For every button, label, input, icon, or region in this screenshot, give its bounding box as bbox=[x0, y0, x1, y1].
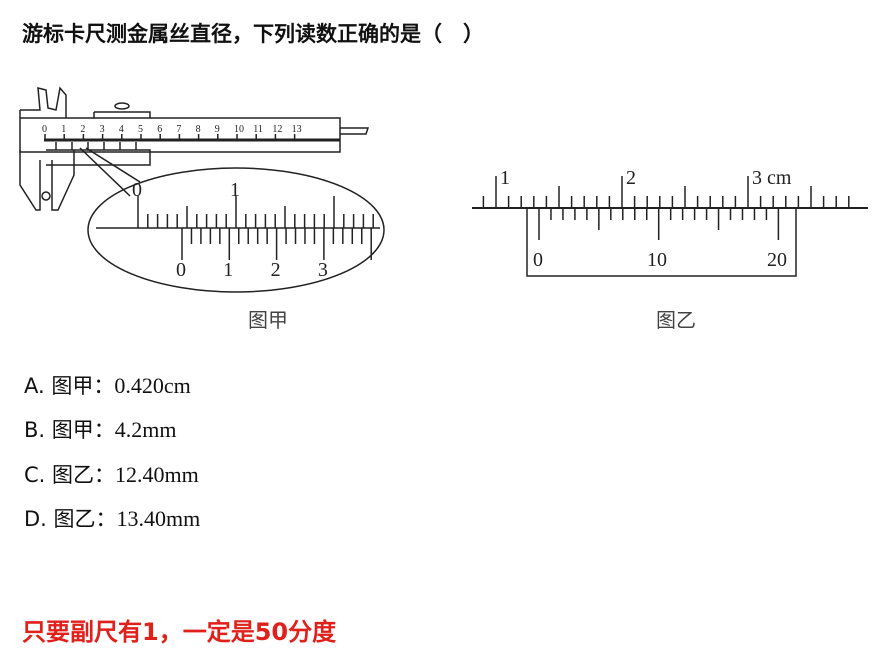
vernier-label: 10 bbox=[647, 249, 667, 271]
caliper-scale-label: 10 bbox=[234, 124, 244, 135]
vernier-label: 0 bbox=[176, 259, 186, 281]
caliper-scale-label: 9 bbox=[215, 124, 220, 135]
option-letter: C. bbox=[24, 463, 46, 487]
question-text: 游标卡尺测金属丝直径，下列读数正确的是（ ） bbox=[22, 22, 484, 46]
option-c[interactable]: C. 图乙：12.40mm bbox=[24, 459, 199, 489]
figure-a-caption: 图甲 bbox=[248, 308, 288, 332]
option-figure: 图乙： bbox=[53, 507, 117, 531]
vernier-label: 1 bbox=[223, 259, 233, 281]
caliper-scale-label: 2 bbox=[80, 124, 85, 135]
vernier-label: 2 bbox=[271, 259, 281, 281]
caliper-scale-label: 0 bbox=[42, 124, 47, 135]
caliper-scale-label: 3 bbox=[100, 124, 105, 135]
caliper-scale-label: 8 bbox=[196, 124, 201, 135]
caliper-scale-label: 13 bbox=[292, 124, 302, 135]
option-value: 12.40mm bbox=[115, 462, 199, 487]
caliper-scale-label: 5 bbox=[138, 124, 143, 135]
option-figure: 图乙： bbox=[52, 463, 116, 487]
option-b[interactable]: B. 图甲：4.2mm bbox=[24, 414, 177, 444]
option-letter: B. bbox=[24, 418, 46, 442]
vernier-label: 3 bbox=[318, 259, 328, 281]
main-scale-label: 1 bbox=[500, 167, 510, 189]
option-value: 13.40mm bbox=[116, 506, 201, 531]
vernier-label: 0 bbox=[533, 249, 543, 271]
vernier-label: 20 bbox=[767, 249, 787, 271]
option-figure: 图甲： bbox=[51, 374, 115, 398]
option-letter: D. bbox=[24, 507, 47, 531]
main-scale-label: 2 bbox=[626, 167, 636, 189]
caliper-scale-label: 12 bbox=[272, 124, 282, 135]
vernier-scale-diagram: 1 2 3 cm 0 10 20 bbox=[472, 167, 868, 277]
caliper-scale-label: 6 bbox=[157, 124, 162, 135]
caliper-scale-label: 4 bbox=[119, 124, 124, 135]
option-value: 0.420cm bbox=[114, 373, 191, 398]
option-letter: A. bbox=[24, 374, 45, 398]
option-value: 4.2mm bbox=[114, 417, 177, 442]
main-scale-label: 3 cm bbox=[752, 167, 792, 189]
hint-note: 只要副尺有1，一定是50分度 bbox=[22, 618, 337, 646]
option-d[interactable]: D. 图乙：13.40mm bbox=[24, 503, 200, 533]
main-scale-label: 1 bbox=[230, 179, 240, 201]
caliper-scale-label: 1 bbox=[61, 124, 66, 135]
caliper-scale-label: 11 bbox=[253, 124, 263, 135]
figure-b-caption: 图乙 bbox=[656, 308, 696, 332]
option-a[interactable]: A. 图甲：0.420cm bbox=[24, 370, 191, 400]
option-figure: 图甲： bbox=[51, 418, 115, 442]
caliper-scale-label: 7 bbox=[176, 124, 181, 135]
main-scale-label: 0 bbox=[132, 179, 142, 201]
